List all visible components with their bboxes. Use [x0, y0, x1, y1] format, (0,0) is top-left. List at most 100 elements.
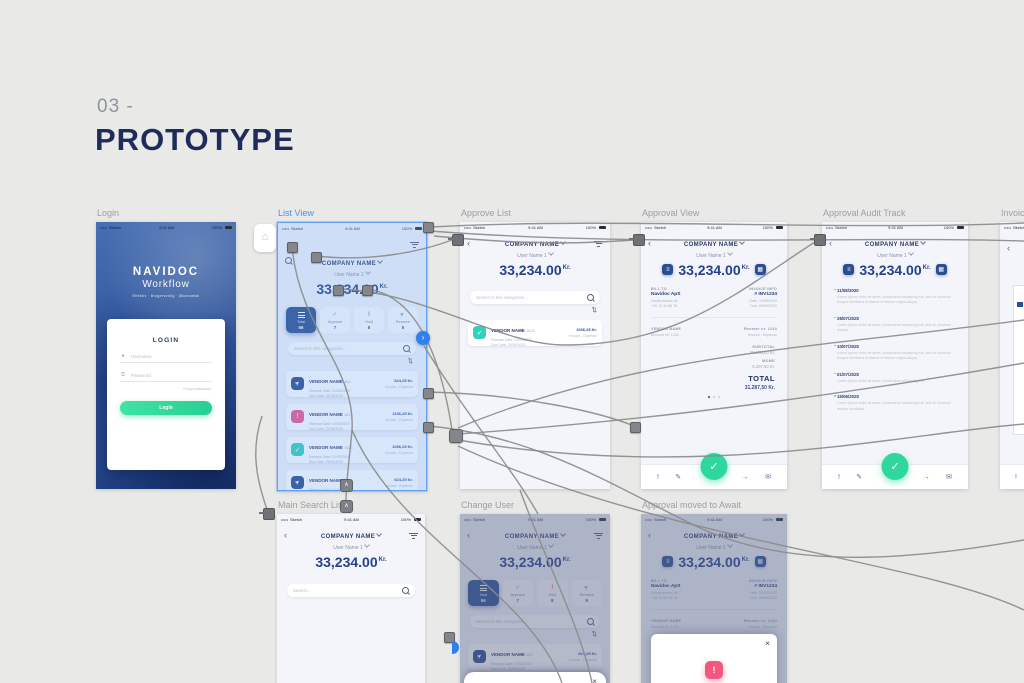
company-selector[interactable]: COMPANY NAME	[460, 531, 610, 540]
flow-node[interactable]	[362, 285, 373, 296]
back-icon[interactable]: ‹	[467, 238, 470, 248]
artboard-label-moved-await[interactable]: Approval moved to Await	[642, 500, 741, 510]
artboard-label-main-search[interactable]: Main Search List	[278, 500, 346, 510]
back-icon[interactable]: ‹	[1007, 243, 1010, 253]
username-field[interactable]: ● Username	[120, 344, 212, 363]
vendor-row[interactable]: ✓ VENDOR NAME#123 Release Date: 01/05/20…	[468, 319, 602, 347]
user-selector[interactable]: User Name 1	[460, 541, 610, 551]
back-icon[interactable]: ‹	[284, 530, 287, 540]
more-icon[interactable]: !	[657, 473, 659, 481]
user-selector[interactable]: User Name 1	[460, 249, 610, 259]
search-icon[interactable]	[285, 257, 292, 264]
artboard-label-audit-track[interactable]: Approval Audit Track	[823, 208, 906, 218]
flow-chevron-node[interactable]: ∧	[340, 479, 353, 492]
search-input[interactable]: Search in this categories...	[470, 290, 600, 304]
approve-button[interactable]: ✓	[881, 453, 909, 480]
flow-node[interactable]	[423, 222, 434, 233]
more-icon[interactable]: !	[838, 473, 840, 481]
artboard-list-view[interactable]: ••••• Sketch 9:41 AM 100% COMPANY NAME U…	[277, 222, 427, 491]
artboard-main-search[interactable]: ••••• Sketch 9:41 AM 100% ‹ COMPANY NAME…	[277, 514, 425, 683]
document-icon[interactable]: ▦	[754, 556, 766, 567]
flow-arrow-icon[interactable]: ›	[416, 331, 430, 345]
forward-icon[interactable]: →	[922, 473, 930, 481]
flow-plug[interactable]	[448, 234, 464, 246]
artboard-label-approve-list[interactable]: Approve List	[461, 208, 512, 218]
flow-node[interactable]	[287, 242, 298, 253]
document-icon[interactable]: ▦	[935, 264, 947, 275]
mail-icon[interactable]: ✉	[765, 474, 771, 481]
back-icon[interactable]: ‹	[467, 530, 470, 540]
flow-node[interactable]	[311, 252, 322, 263]
sort-icon[interactable]: ⇅	[591, 306, 597, 314]
artboard-invoice[interactable]: ••••• Sketch ‹ !	[1000, 222, 1024, 489]
document-icon[interactable]: ▦	[754, 264, 766, 275]
artboard-label-list-view[interactable]: List View	[278, 208, 314, 218]
artboard-label-change-user[interactable]: Change User	[461, 500, 515, 510]
flow-arrow-half-icon[interactable]	[452, 641, 459, 654]
artboard-approval-view[interactable]: ••••• Sketch 9:41 AM 100% ‹ COMPANY NAME…	[641, 222, 787, 489]
menu-icon[interactable]	[409, 531, 418, 539]
flow-node[interactable]	[423, 422, 434, 433]
company-selector[interactable]: COMPANY NAME	[641, 239, 787, 248]
search-input[interactable]: Search in this categories...	[470, 614, 600, 628]
user-selector[interactable]: User Name 1	[641, 541, 787, 551]
company-selector[interactable]: COMPANY NAME	[277, 531, 425, 540]
artboard-label-approval-view[interactable]: Approval View	[642, 208, 700, 218]
user-selector[interactable]: User Name 1	[277, 541, 425, 551]
flow-plug[interactable]	[259, 508, 275, 520]
flow-chevron-node[interactable]: ∧	[340, 500, 353, 513]
flow-node[interactable]	[630, 422, 641, 433]
flow-node[interactable]	[423, 388, 434, 399]
artboard-moved-await[interactable]: ••••• Sketch 9:41 AM 100% ‹ COMPANY NAME…	[641, 514, 787, 683]
user-selector[interactable]: User Name 1	[641, 249, 787, 259]
more-icon[interactable]: !	[1015, 473, 1017, 481]
artboard-approve-list[interactable]: ••••• Sketch 9:41 AM 100% ‹ COMPANY NAME…	[460, 222, 610, 489]
approve-button[interactable]: ✓	[700, 453, 728, 480]
artboard-label-invoice[interactable]: Invoice	[1001, 208, 1024, 218]
vendor-row[interactable]: ➤ VENDOR NAME#12 Release Date: 01/05/202…	[468, 643, 602, 671]
user-selector[interactable]: User Name 1	[822, 249, 968, 259]
login-button[interactable]: Login	[120, 401, 212, 415]
flow-node[interactable]	[449, 429, 463, 443]
edit-icon[interactable]: ✎	[856, 474, 863, 481]
sort-icon[interactable]: ⇅	[407, 357, 413, 365]
mail-icon[interactable]: ✉	[946, 474, 952, 481]
company-selector[interactable]: COMPANY NAME	[460, 239, 610, 248]
user-selector[interactable]: User Name 1	[278, 268, 426, 278]
forgot-password-link[interactable]: Forgot password?	[183, 387, 212, 391]
menu-icon[interactable]	[594, 239, 603, 247]
artboard-login[interactable]: ••••• Sketch 9:41 AM 100% NAVIDOC Workfl…	[96, 222, 236, 489]
search-input[interactable]: Search in this categories...	[288, 341, 416, 355]
artboard-change-user[interactable]: ••••• Sketch 9:41 AM 100% ‹ COMPANY NAME…	[460, 514, 610, 683]
password-field[interactable]: ⚿ Password	[120, 363, 212, 382]
artboard-audit-track[interactable]: ••••• Sketch 9:41 AM 100% ‹ COMPANY NAME…	[822, 222, 968, 489]
back-icon[interactable]: ‹	[648, 530, 651, 540]
change-user-sheet[interactable]: ×	[464, 672, 606, 683]
vendor-row[interactable]: ✓ VENDOR NAME#123 Release Date: 01/05/20…	[286, 436, 418, 464]
search-input[interactable]: Search...	[287, 583, 415, 597]
close-icon[interactable]: ×	[592, 677, 597, 683]
badge-icon[interactable]: ≡	[662, 556, 674, 567]
back-icon[interactable]: ‹	[829, 238, 832, 248]
flow-plug[interactable]	[810, 234, 826, 246]
await-modal[interactable]: × !	[651, 634, 777, 683]
badge-icon[interactable]: ≡	[843, 264, 855, 275]
forward-icon[interactable]: →	[741, 473, 749, 481]
edit-icon[interactable]: ✎	[675, 474, 682, 481]
flow-plug[interactable]	[629, 234, 645, 246]
vendor-row[interactable]: ! VENDOR NAME#13 Release Date: 01/05/202…	[286, 403, 418, 431]
close-icon[interactable]: ×	[765, 638, 770, 648]
home-flow-marker[interactable]: ⌂	[254, 224, 276, 252]
